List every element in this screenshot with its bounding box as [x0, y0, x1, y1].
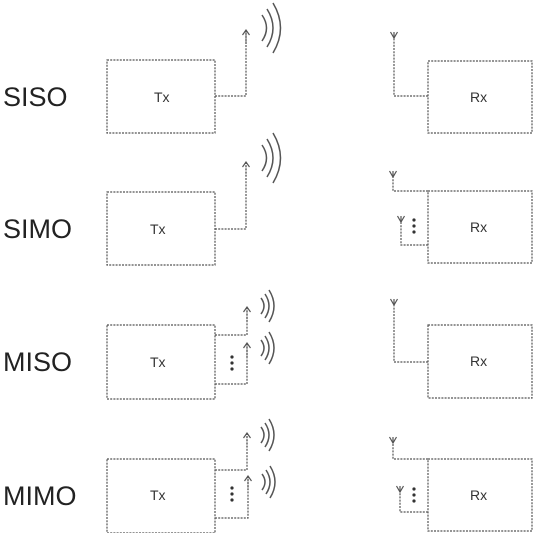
row-miso: MISO Tx Rx	[3, 289, 533, 400]
ellipsis-icon	[230, 355, 234, 371]
rx-block-siso: Rx	[389, 31, 533, 134]
rx-label: Rx	[470, 353, 487, 369]
ellipsis-icon	[412, 218, 416, 234]
tx-label: Tx	[154, 89, 170, 105]
tx-label: Tx	[150, 221, 166, 237]
ellipsis-icon	[412, 487, 416, 503]
rx-label: Rx	[470, 89, 487, 105]
radio-wave-icon	[261, 465, 276, 499]
radio-wave-icon	[261, 132, 282, 184]
tx-box	[106, 324, 216, 400]
ellipsis-icon	[230, 486, 234, 502]
tx-antenna-icon	[241, 161, 251, 177]
rx-antenna-icon	[396, 215, 406, 223]
tx-block-miso: Tx	[106, 289, 275, 400]
row-simo: SIMO Tx Rx	[3, 132, 533, 266]
tx-box	[106, 191, 216, 266]
row-siso: SISO Tx Rx	[3, 2, 533, 134]
radio-wave-icon	[260, 331, 275, 365]
rx-antenna-icon	[388, 170, 398, 178]
radio-wave-icon	[261, 2, 282, 54]
tx-antenna-icon	[243, 475, 253, 491]
rx-block-simo: Rx	[388, 170, 533, 264]
rx-block-mimo: Rx	[388, 436, 533, 532]
rx-antenna-icon	[389, 298, 399, 306]
tx-block-siso: Tx	[106, 2, 282, 134]
tx-label: Tx	[150, 487, 166, 503]
tx-block-simo: Tx	[106, 132, 282, 266]
row-label-siso: SISO	[3, 82, 68, 112]
rx-antenna-icon	[395, 485, 405, 493]
rx-box	[427, 60, 533, 134]
rx-box	[427, 458, 533, 532]
row-label-miso: MISO	[3, 347, 72, 377]
rx-antenna-icon	[388, 436, 398, 444]
rx-label: Rx	[470, 219, 487, 235]
rx-label: Rx	[470, 487, 487, 503]
rx-box	[427, 190, 533, 264]
radio-wave-icon	[260, 289, 275, 323]
row-label-simo: SIMO	[3, 214, 72, 244]
row-label-mimo: MIMO	[3, 481, 77, 511]
rx-antenna-icon	[389, 31, 399, 39]
radio-wave-icon	[260, 418, 275, 452]
row-mimo: MIMO Tx Rx	[3, 418, 533, 533]
tx-block-mimo: Tx	[106, 418, 276, 533]
rx-block-miso: Rx	[389, 298, 533, 399]
tx-box	[106, 458, 216, 533]
tx-antenna-icon	[242, 432, 252, 448]
tx-label: Tx	[150, 354, 166, 370]
